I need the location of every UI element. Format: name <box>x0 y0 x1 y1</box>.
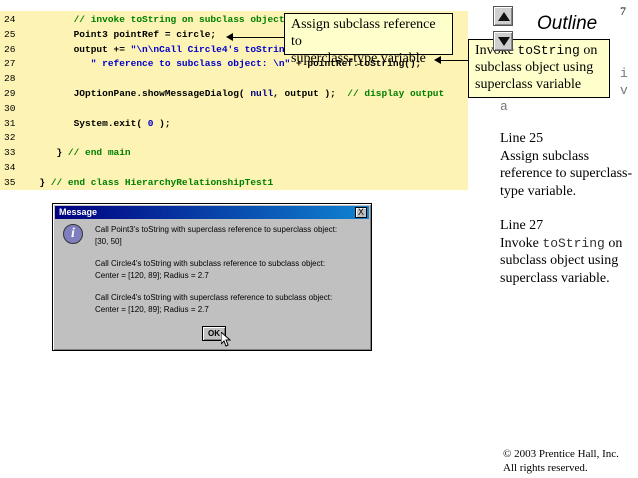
code-token: + pointRef.toString(); <box>290 58 422 70</box>
code-token: System.exit( <box>28 117 148 129</box>
line-number: 27 <box>4 58 16 70</box>
code-token: null <box>250 88 274 99</box>
code-token: // display output <box>347 88 445 99</box>
code-token: } <box>28 147 68 159</box>
line-number: 31 <box>4 117 16 129</box>
code-line: 33 } // end main <box>0 144 468 161</box>
code-token: // end main <box>67 147 131 159</box>
callout-assign-line1: Assign subclass reference to <box>291 17 436 49</box>
note-line27-title: Line 27 <box>500 218 544 233</box>
code-line: 35 } // end class HierarchyRelationshipT… <box>0 174 468 191</box>
dialog-message-line: Center = [120, 89]; Radius = 2.7 <box>95 305 209 314</box>
code-text: JOptionPane.showMessageDialog( null, out… <box>28 85 445 102</box>
dialog-message-line: Call Point3's toString with superclass r… <box>95 225 338 234</box>
code-text: Point3 pointRef = circle; <box>28 26 217 43</box>
info-icon: i <box>63 224 83 244</box>
code-token: , output ); <box>273 88 348 99</box>
code-line: 29 JOptionPane.showMessageDialog( null, … <box>0 85 468 102</box>
note-line27-mono: toString <box>542 235 605 251</box>
outline-title: Outline <box>537 13 598 34</box>
footer-copyright: © 2003 Prentice Hall, Inc. <box>503 448 619 460</box>
code-text: } // end class HierarchyRelationshipTest… <box>28 174 273 191</box>
line-number: 35 <box>4 176 16 188</box>
callout-assign-arrow <box>232 37 284 38</box>
code-line: 31 System.exit( 0 ); <box>0 115 468 132</box>
message-dialog: Message X i Call Point3's toString with … <box>52 203 372 351</box>
footer: © 2003 Prentice Hall, Inc. All rights re… <box>503 447 619 475</box>
note-line27-post: on subclass object using superclass vari… <box>500 235 623 286</box>
callout-invoke-mono: toString <box>517 43 580 58</box>
ok-button[interactable]: OK <box>202 326 226 341</box>
code-line: 24 // invoke toString on subclass object <box>0 11 468 28</box>
code-token: // invoke toString on subclass object <box>73 14 285 25</box>
note-line25: Line 25 Assign subclass reference to sup… <box>500 130 636 200</box>
line-number: 28 <box>4 73 16 85</box>
code-token <box>28 58 91 69</box>
dialog-titlebar[interactable]: Message X <box>55 206 369 219</box>
code-text: // invoke toString on subclass object <box>28 11 285 28</box>
nav-down-button[interactable] <box>493 31 513 51</box>
callout-assign-arrowhead <box>226 33 233 41</box>
code-token: // end class HierarchyRelationshipTest1 <box>50 176 274 188</box>
code-token: " reference to subclass object: \n" <box>90 58 291 70</box>
line-number: 34 <box>4 162 16 173</box>
outline-fragment: i <box>620 66 628 81</box>
callout-invoke-post: on <box>579 43 598 58</box>
code-token: Point3 pointRef = circle; <box>28 28 217 40</box>
nav-up-button[interactable] <box>493 6 513 26</box>
callout-invoke-tostring: Invoke toString on subclass object using… <box>468 39 610 98</box>
callout-assign-reference: Assign subclass reference to superclass-… <box>284 13 453 66</box>
note-line25-body: Assign subclass reference to superclass-… <box>500 148 633 199</box>
note-line25-title: Line 25 <box>500 131 544 146</box>
code-line: 30 <box>0 100 468 117</box>
callout-invoke-line2: subclass object using <box>475 60 594 75</box>
note-line27-pre: Invoke <box>500 235 543 251</box>
triangle-up-icon <box>498 12 510 21</box>
code-line: 25 Point3 pointRef = circle; <box>0 26 468 43</box>
line-number: 25 <box>4 28 16 40</box>
line-number: 26 <box>4 43 16 55</box>
outline-notes: Line 25 Assign subclass reference to sup… <box>500 130 636 304</box>
dialog-close-button[interactable]: X <box>355 207 367 218</box>
line-number: 24 <box>4 14 16 25</box>
code-line: 27 " reference to subclass object: \n" +… <box>0 55 468 72</box>
line-number: 33 <box>4 147 16 159</box>
line-number: 32 <box>4 132 16 144</box>
line-number: 29 <box>4 88 16 99</box>
footer-rights: All rights reserved. <box>503 462 588 474</box>
code-line: 34 <box>0 159 468 176</box>
callout-invoke-line3: superclass variable <box>475 77 582 92</box>
code-text: System.exit( 0 ); <box>28 115 171 132</box>
line-number: 30 <box>4 102 16 114</box>
code-line: 32 <box>0 129 468 146</box>
outline-fragment: a <box>500 99 508 114</box>
dialog-message-line: [30, 50] <box>95 237 122 246</box>
outline-fragment: v <box>620 83 628 98</box>
dialog-title: Message <box>59 207 98 217</box>
dialog-message-line: Center = [120, 89]; Radius = 2.7 <box>95 271 209 280</box>
page-number: 7 <box>620 4 626 18</box>
code-token: output += <box>28 43 131 55</box>
code-token <box>28 14 74 25</box>
code-token: } <box>28 176 51 188</box>
code-text: } // end main <box>28 144 131 161</box>
code-line: 28 <box>0 70 468 87</box>
triangle-down-icon <box>498 37 510 46</box>
code-token: ); <box>153 117 171 129</box>
code-token: 0 <box>147 117 154 129</box>
code-token: JOptionPane.showMessageDialog( <box>28 88 251 99</box>
note-line27: Line 27 Invoke toString on subclass obje… <box>500 217 636 287</box>
code-text: " reference to subclass object: \n" + po… <box>28 55 422 72</box>
callout-invoke-arrow <box>440 60 468 61</box>
dialog-message-line: Call Circle4's toString with superclass … <box>95 293 333 302</box>
dialog-message-line: Call Circle4's toString with subclass re… <box>95 259 326 268</box>
mouse-cursor-icon <box>221 332 231 347</box>
callout-invoke-arrowhead <box>434 56 441 64</box>
callout-assign-line2: superclass-type variable <box>291 51 426 66</box>
